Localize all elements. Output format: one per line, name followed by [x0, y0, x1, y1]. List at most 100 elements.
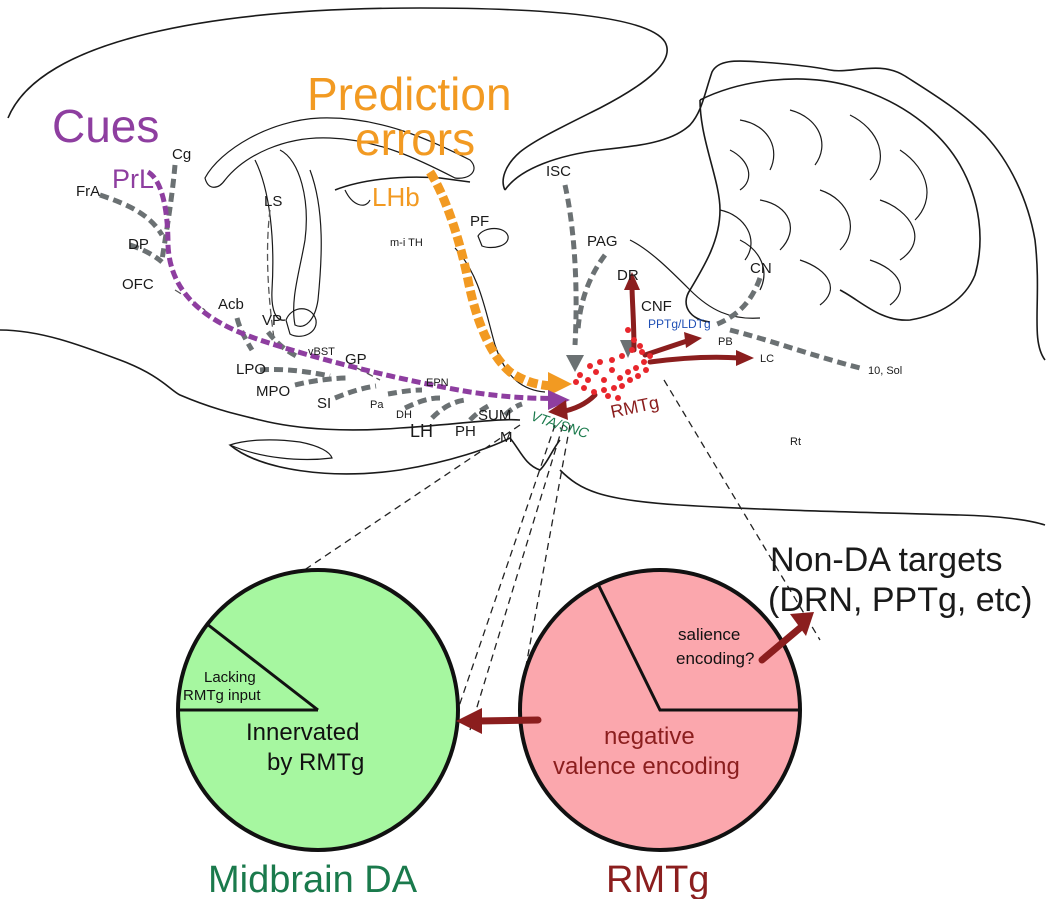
rmtg-cell-dot [573, 379, 579, 385]
rmtg-cell-dot [609, 357, 615, 363]
label-cn: CN [750, 260, 772, 277]
rmtg-caption: RMTg [606, 859, 709, 899]
rmtg-cell-dot [633, 365, 639, 371]
label-ofc: OFC [122, 276, 154, 293]
label-dh: DH [396, 409, 412, 421]
pons-boundary [629, 239, 761, 319]
rmtg-wedge-line1: salience [678, 625, 740, 644]
cerebellum [685, 78, 981, 323]
label-cg: Cg [172, 146, 191, 163]
arrow-rmtg-to-lc [647, 354, 743, 365]
brain-outline [0, 7, 1046, 526]
pituitary-outline [228, 439, 333, 461]
arrow-rmtg-to-pptg [642, 337, 693, 358]
da-main-line1: Innervated [246, 719, 359, 746]
label-lhb: LHb [372, 182, 420, 212]
rmtg-cell-dot [617, 375, 623, 381]
rmtg-cell-dot [627, 377, 633, 383]
da-wedge [178, 622, 319, 712]
rmtg-cell-dots [573, 327, 653, 401]
path-si [334, 383, 377, 401]
path-ls [266, 209, 276, 346]
rmtg-cell-dot [611, 385, 617, 391]
label-cnf: CNF [641, 298, 672, 315]
path-cn [714, 277, 763, 328]
midbrain-outline [504, 60, 1046, 361]
headings: Cues Prediction errors Non-DA targets (D… [52, 68, 1032, 619]
label-vbst: vBST [308, 346, 335, 358]
path-pa [387, 387, 423, 397]
rmtg-cell-dot [619, 383, 625, 389]
da-wedge-line1: Lacking [204, 669, 256, 686]
da-circle-group [176, 568, 460, 852]
path-mi-th [454, 247, 546, 393]
cortex-outline [7, 7, 668, 191]
corpus-callosum [204, 117, 475, 188]
arrow-salience-to-nonda-head [790, 612, 814, 636]
label-pf: PF [470, 213, 489, 230]
colored-labels: PrL LHb VTA/SNC RMTg PPTg/LDTg [112, 164, 711, 442]
label-rt: Rt [790, 436, 801, 448]
label-acb: Acb [218, 296, 244, 313]
rmtg-main-line2: valence encoding [553, 753, 740, 780]
label-sum: SUM [478, 407, 511, 424]
path-lhb-prediction [426, 169, 556, 391]
da-wedge-line2: RMTg input [183, 687, 261, 704]
label-gp: GP [345, 351, 367, 368]
label-dr: DR [617, 267, 639, 284]
label-isc: ISC [546, 163, 571, 180]
arrow-rmtg-circle-to-da-head [456, 708, 482, 734]
label-m: M [500, 429, 513, 446]
heading-errors: errors [355, 113, 475, 165]
label-si: SI [317, 395, 331, 412]
path-lh [430, 397, 466, 420]
anterior-commissure-ring [285, 308, 317, 337]
label-vp: VP [262, 312, 282, 329]
label-dp: DP [128, 236, 149, 253]
path-dh [403, 395, 441, 411]
arrow-salience-to-nonda [758, 624, 804, 664]
heading-prediction: Prediction [307, 68, 512, 120]
rmtg-cell-dot [647, 353, 653, 359]
rmtg-cell-dot [635, 373, 641, 379]
purple-arrowhead [548, 390, 570, 410]
path-vp [266, 330, 302, 361]
label-pb: PB [718, 336, 733, 348]
rmtg-cell-dot [631, 337, 637, 343]
path-isc [562, 184, 579, 346]
projection-paths [99, 164, 861, 422]
rmtg-cell-dot [591, 389, 597, 395]
rmtg-circle-group [518, 568, 802, 852]
path-pb-sol [729, 327, 861, 371]
rmtg-cell-dot [587, 363, 593, 369]
rmtg-cell-dot [577, 372, 583, 378]
rmtg-main-line1: negative [604, 723, 695, 750]
path-sum [503, 401, 523, 417]
ventricle-lateral [254, 159, 286, 321]
label-lc: LC [760, 353, 774, 365]
rmtg-cell-dot [609, 367, 615, 373]
path-pag [575, 253, 608, 331]
path-gp [356, 367, 381, 381]
path-cg [159, 164, 178, 261]
label-fra: FrA [76, 183, 100, 200]
label-mpo: MPO [256, 383, 290, 400]
label-lpo: LPO [236, 361, 266, 378]
label-pag: PAG [587, 233, 618, 250]
label-ph: PH [455, 423, 476, 440]
path-dp [129, 242, 164, 264]
rmtg-cell-dot [601, 387, 607, 393]
rmtg-wedge-line2: encoding? [676, 649, 754, 668]
arrow-rmtg-circle-to-da [474, 716, 542, 725]
rmtg-cell-dot [585, 377, 591, 383]
rmtg-cell-dot [625, 369, 631, 375]
heading-cues: Cues [52, 100, 159, 152]
habenula-notch [344, 189, 371, 206]
rmtg-cell-dot [597, 359, 603, 365]
rmtg-cell-dot [581, 385, 587, 391]
orange-arrowhead [548, 372, 572, 396]
heading-non-da-1: Non-DA targets [770, 541, 1002, 579]
label-epn: EPN [426, 377, 449, 389]
label-sol: 10, Sol [868, 365, 902, 377]
